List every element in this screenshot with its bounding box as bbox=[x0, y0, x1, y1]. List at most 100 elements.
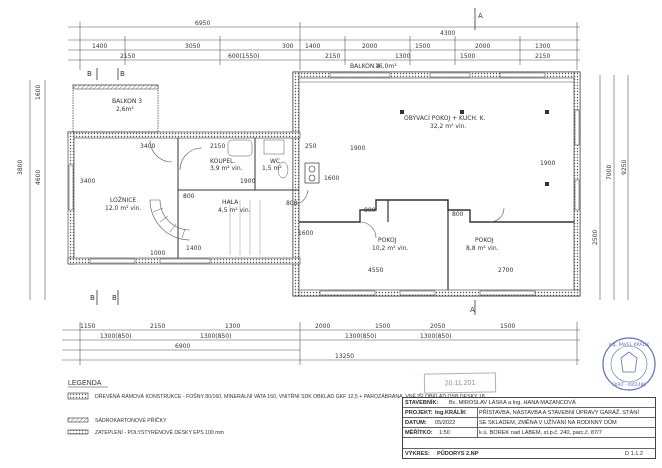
room-obyvaci-name: OBÝVACÍ POKOJ + KUCH. K. bbox=[404, 115, 486, 122]
section-marks bbox=[96, 8, 476, 315]
dim-top-r3-2: 2150 bbox=[325, 53, 340, 60]
dim-top-r2-4: 2000 bbox=[362, 43, 377, 50]
idim-4: 800 bbox=[183, 193, 195, 200]
idim-1: 2150 bbox=[210, 143, 225, 150]
idim-7: 1600 bbox=[298, 230, 313, 237]
engineer-seal: Ing. PAVEL KRÁLÍK ČKAIT - 0001486 bbox=[602, 337, 656, 391]
room-pokoj2-name: POKOJ bbox=[475, 237, 494, 244]
dim-right-0: 9250 bbox=[621, 160, 628, 175]
idim-13: 1600 bbox=[324, 175, 339, 182]
meritko-value: 1:50 bbox=[439, 430, 450, 436]
stavebnik-label: STAVEBNÍK: bbox=[405, 400, 439, 406]
legend-swatch-eps bbox=[67, 429, 89, 435]
legend: LEGENDA DŘEVĚNÁ RÁMOVÁ KONSTRUKCE - FOŠN… bbox=[67, 380, 485, 436]
legend-item-2: ZATEPLENÍ - POLYSTYRÉNOVÉ DESKY EPS 100 … bbox=[95, 429, 224, 436]
dim-bot-r2-0: 1300(850) bbox=[100, 333, 131, 340]
walls bbox=[67, 71, 581, 297]
dim-top-r3-5: 2150 bbox=[535, 53, 550, 60]
bottom-dimensions bbox=[62, 322, 580, 365]
location-line: k.ú. BOREK nad LABEM, st.p.č. 240, parc.… bbox=[479, 430, 602, 436]
drawing-label: VÝKRES: bbox=[405, 451, 430, 457]
dim-top-r3-0: 2150 bbox=[120, 53, 135, 60]
dim-top-r3-1: 600(1550) bbox=[228, 53, 259, 60]
room-obyvaci-area: 32,2 m² vin. bbox=[430, 123, 466, 130]
idim-8: 1000 bbox=[150, 250, 165, 257]
dim-bot-r1-6: 1500 bbox=[500, 323, 515, 330]
room-pokoj1-name: POKOJ bbox=[378, 237, 397, 244]
idim-3: 1900 bbox=[240, 178, 255, 185]
description-line-2: SE SKLADEM, ZMĚNA V UŽÍVÁNÍ NA RODINNÝ D… bbox=[479, 420, 617, 426]
dim-top-r2-2: 300 bbox=[282, 43, 294, 50]
dim-left-2: 1600 bbox=[35, 85, 42, 100]
dim-top-r2-7: 1300 bbox=[535, 43, 550, 50]
dim-bot-mid: 6900 bbox=[175, 343, 190, 350]
room-balkon3-name: BALKON 3 bbox=[112, 98, 142, 105]
section-mark-b-4: B bbox=[90, 294, 95, 302]
idim-0: 3400 bbox=[140, 143, 155, 150]
idim-2: 250 bbox=[305, 143, 317, 150]
room-balkon3-area: 2,6m² bbox=[116, 106, 134, 113]
section-mark-a-top: A bbox=[478, 12, 483, 20]
date-stamp-text: 20.11.201 bbox=[444, 379, 476, 388]
dim-top-r2-3: 1400 bbox=[305, 43, 320, 50]
dim-top-outer: 6950 bbox=[195, 20, 210, 27]
datum-value: 05/2022 bbox=[435, 420, 456, 426]
dim-top-right: 4300 bbox=[440, 30, 455, 37]
dim-top-r2-1: 3050 bbox=[185, 43, 200, 50]
title-block: STAVEBNÍK: Bc. MIROSLAV LÁSKA a Ing. HAN… bbox=[402, 397, 656, 459]
idim-15: 1900 bbox=[350, 145, 365, 152]
projekt-label: PROJEKT: bbox=[405, 410, 433, 416]
dim-top-r3-4: 1500 bbox=[460, 53, 475, 60]
dim-bot-r1-3: 2000 bbox=[315, 323, 330, 330]
datum-label: DATUM: bbox=[405, 420, 427, 426]
side-dimensions bbox=[29, 75, 629, 300]
legend-item-1: SÁDROKARTONOVÉ PŘÍČKY bbox=[95, 416, 167, 424]
section-mark-b-2: B bbox=[120, 70, 125, 78]
drawing-value: PŮDORYS 2.NP bbox=[437, 451, 479, 457]
idim-16: 1900 bbox=[540, 160, 555, 167]
seal-name: Ing. PAVEL KRÁLÍK bbox=[609, 341, 651, 348]
room-balkon4-name: BALKON 4 bbox=[350, 63, 380, 70]
date-stamp: 20.11.201 bbox=[423, 372, 497, 394]
idim-6: 800 bbox=[286, 200, 298, 207]
section-mark-a-bot: A bbox=[470, 306, 475, 314]
idim-14: 800 bbox=[452, 211, 464, 218]
room-loznice-area: 12,0 m² vin. bbox=[105, 205, 141, 212]
section-mark-b-1: B bbox=[87, 70, 92, 78]
dim-bot-outer: 13250 bbox=[335, 353, 354, 360]
meritko-label: MĚŘÍTKO: bbox=[405, 430, 433, 436]
room-wc-area: 1,5 m² bbox=[262, 165, 282, 172]
dim-right-2: 2500 bbox=[592, 230, 599, 245]
dim-bot-r1-2: 1300 bbox=[225, 323, 240, 330]
dim-top-r2-5: 1500 bbox=[415, 43, 430, 50]
idim-5: 1400 bbox=[186, 245, 201, 252]
dim-bot-r1-0: 1150 bbox=[80, 323, 95, 330]
top-dimensions bbox=[68, 22, 580, 70]
idim-10: 2700 bbox=[498, 267, 513, 274]
room-wc-name: WC bbox=[270, 158, 280, 165]
dim-top-r2-0: 1400 bbox=[92, 43, 107, 50]
legend-item-0: DŘEVĚNÁ RÁMOVÁ KONSTRUKCE - FOŠNY 80/160… bbox=[95, 392, 485, 400]
legend-title: LEGENDA bbox=[68, 380, 102, 387]
dim-bot-r1-5: 2050 bbox=[430, 323, 445, 330]
dim-left-1: 4600 bbox=[35, 170, 42, 185]
legend-swatch-frame bbox=[67, 392, 89, 400]
dim-top-r2-6: 2000 bbox=[475, 43, 490, 50]
legend-swatch-sdk bbox=[67, 417, 89, 423]
dim-bot-r1-4: 1500 bbox=[375, 323, 390, 330]
dim-right-1: 7000 bbox=[606, 165, 613, 180]
room-koupelna-name: KOUPEL. bbox=[210, 158, 235, 165]
dim-bot-r2-3: 1300(850) bbox=[420, 333, 451, 340]
dim-bot-r2-1: 1300(850) bbox=[200, 333, 231, 340]
seal-number: ČKAIT - 0001486 bbox=[612, 382, 646, 387]
description-line-1: PŘÍSTAVBA, NÁSTAVBA A STAVEBNÍ ÚPRAVY GA… bbox=[479, 410, 639, 416]
stavebnik-value: Bc. MIROSLAV LÁSKA a Ing. HANA MAZANCOVÁ bbox=[449, 400, 576, 406]
room-hala-area: 4,5 m² vin. bbox=[218, 207, 251, 214]
dim-top-r3-3: 1300 bbox=[395, 53, 410, 60]
dim-bot-r2-2: 1300(850) bbox=[345, 333, 376, 340]
section-mark-b-3: B bbox=[112, 294, 117, 302]
drawing-number: D 1.1.2 bbox=[625, 451, 644, 457]
idim-9: 4550 bbox=[368, 267, 383, 274]
dim-left-0: 3800 bbox=[17, 160, 24, 175]
